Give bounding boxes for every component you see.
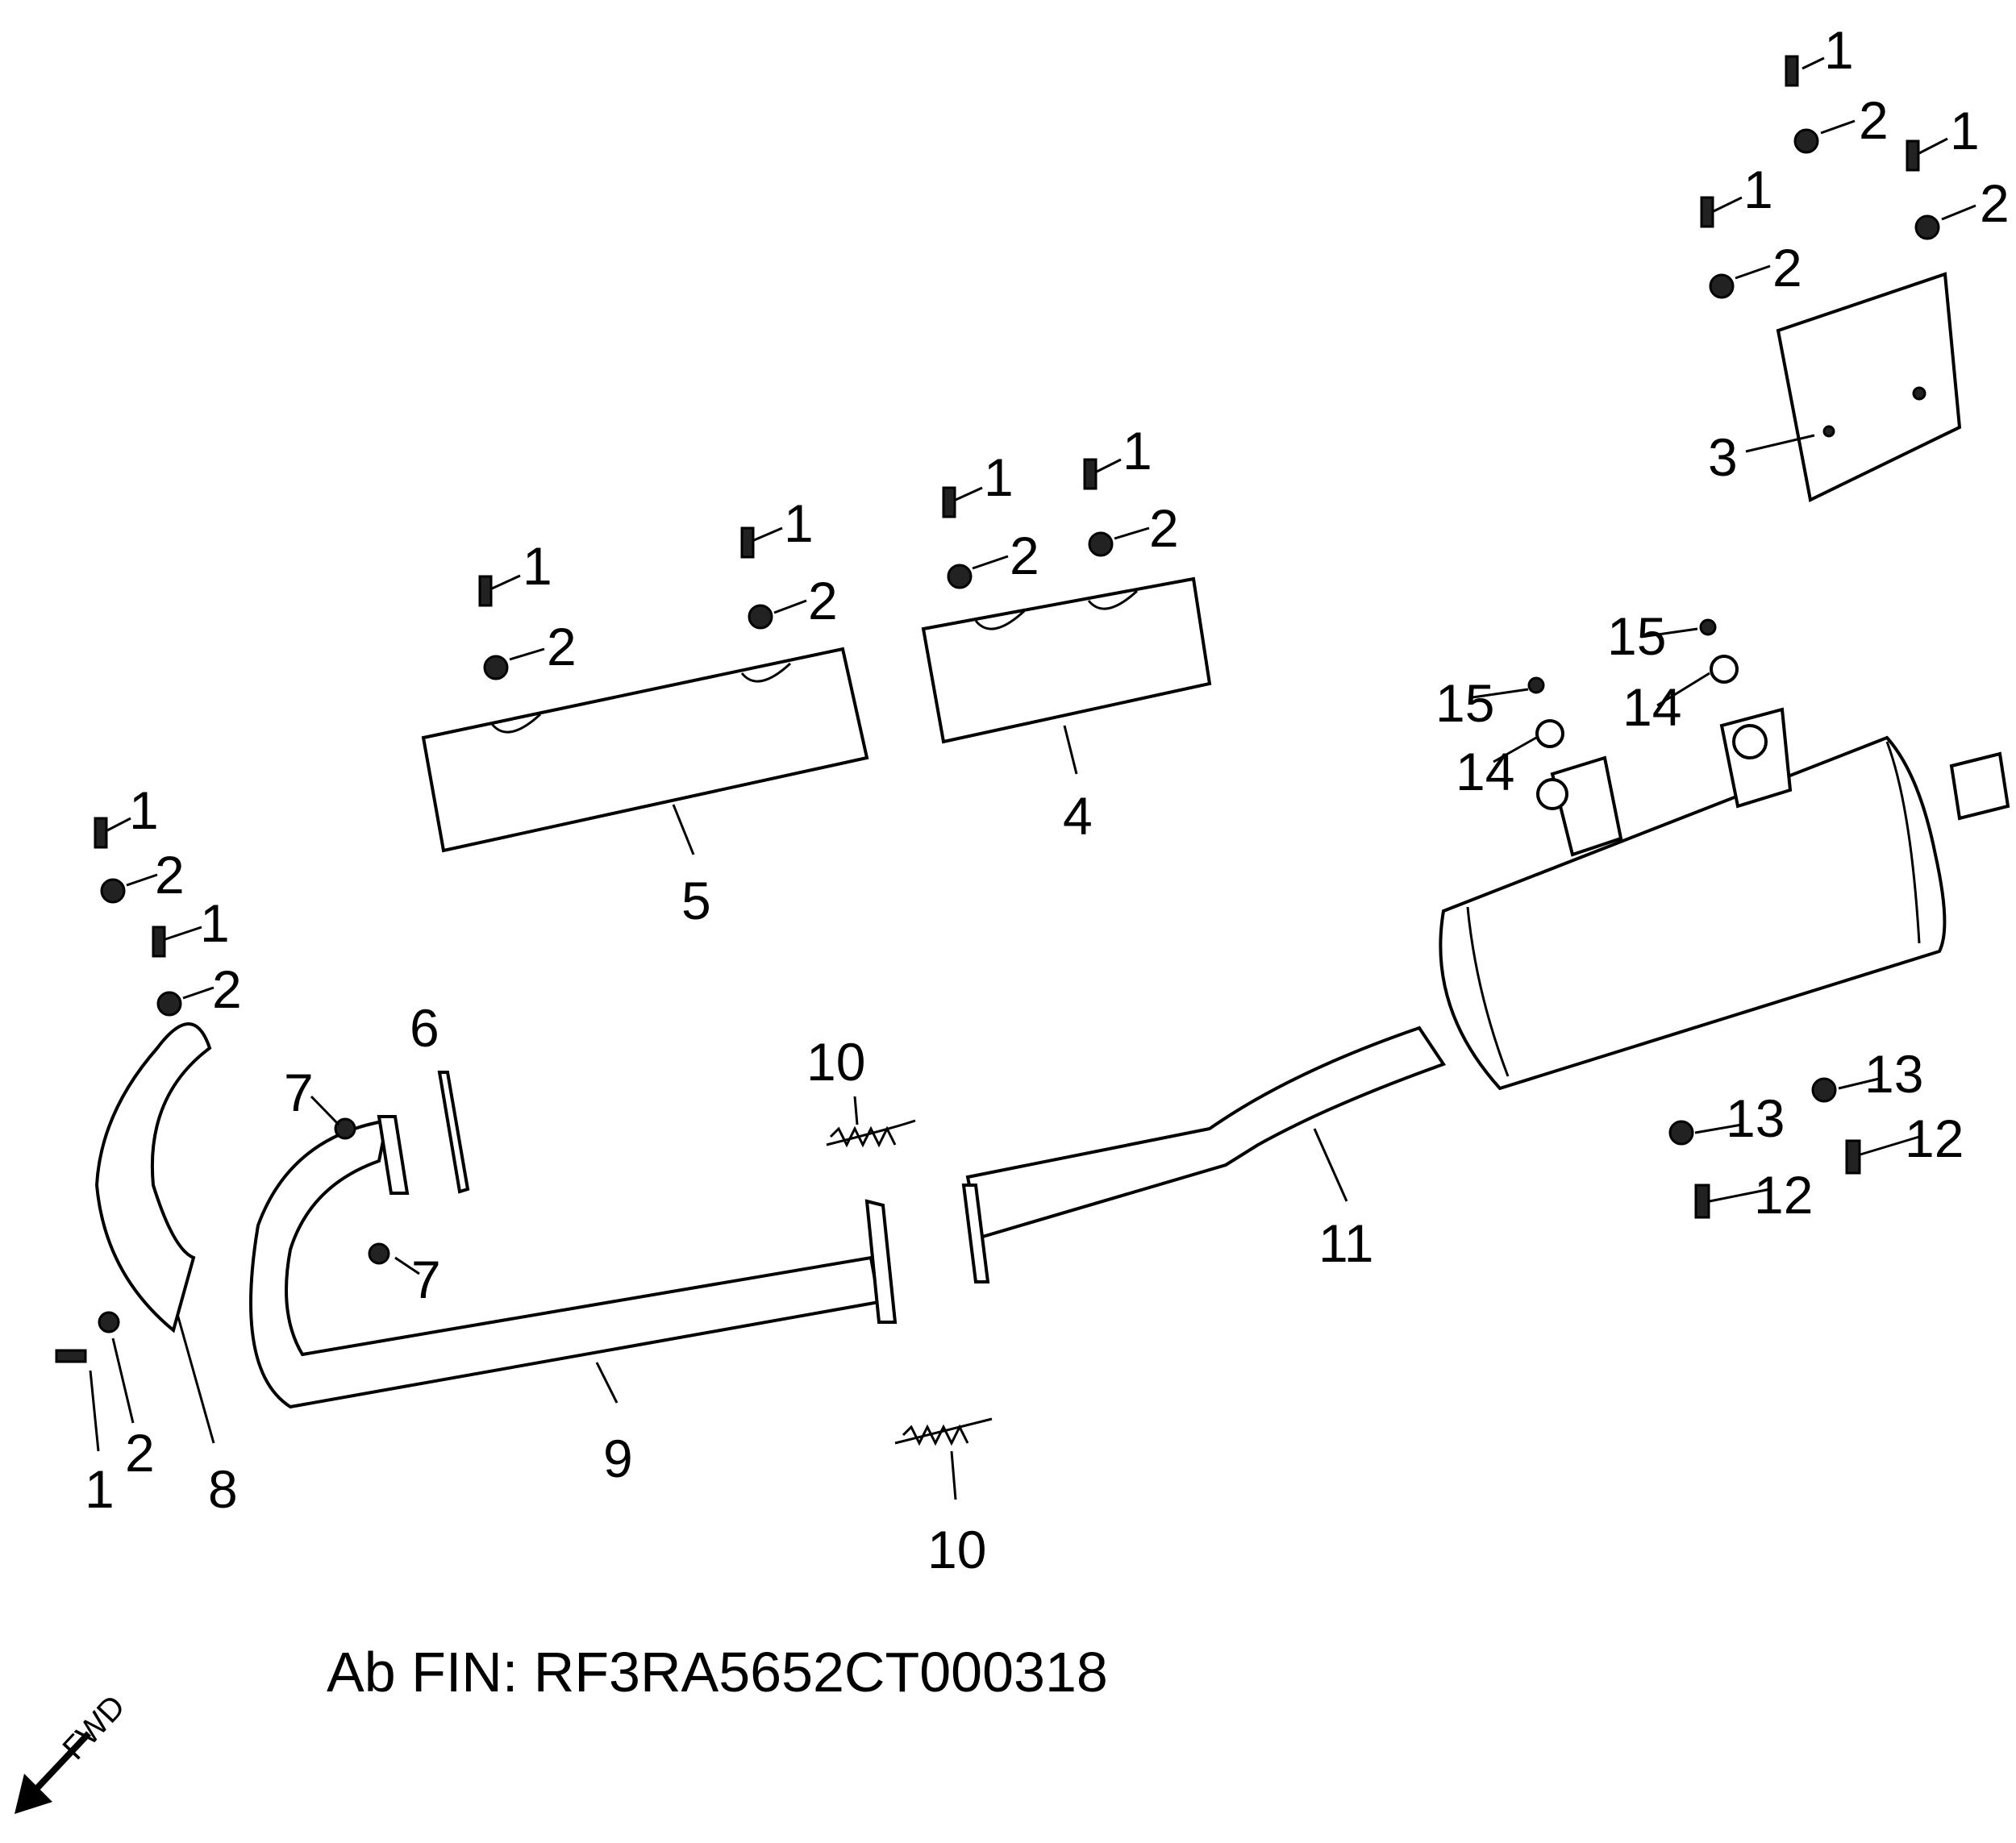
gasket-6: [437, 1071, 470, 1194]
callout-6: 6: [410, 998, 439, 1058]
fin-label: Ab FIN: RF3RA5652CT000318: [327, 1641, 1108, 1704]
callout-1: 1: [1950, 101, 1980, 160]
callout-2: 2: [1010, 526, 1039, 585]
callout-10: 10: [806, 1032, 865, 1092]
heat-shield-5: [421, 647, 869, 855]
callout-2: 2: [125, 1423, 155, 1483]
callout-1: 1: [1123, 421, 1152, 481]
callout-2: 2: [155, 845, 185, 905]
forward-arrow-icon: FWD: [15, 1689, 132, 1814]
callout-labels: 1 2 1 2 1 2 3 1 2 1 2 5 1 2 1 2 4 15 14 …: [85, 20, 2010, 1579]
heat-shield-8: [94, 1022, 215, 1444]
fasteners: [55, 55, 1940, 1363]
callout-12: 12: [1905, 1109, 1964, 1168]
callout-2: 2: [212, 959, 242, 1019]
callout-1: 1: [984, 447, 1014, 507]
callout-1: 1: [200, 893, 230, 953]
callout-2: 2: [1859, 90, 1889, 150]
heat-shield-3: [1745, 272, 1962, 502]
callout-7: 7: [284, 1063, 314, 1122]
callout-1: 1: [1743, 160, 1773, 219]
callout-1: 1: [129, 780, 159, 840]
callout-4: 4: [1063, 786, 1093, 846]
callout-1: 1: [523, 536, 552, 596]
callout-15: 15: [1607, 606, 1666, 666]
callout-14: 14: [1622, 677, 1681, 737]
callout-3: 3: [1708, 427, 1738, 487]
callout-2: 2: [808, 571, 838, 630]
muffler-11: [961, 707, 2010, 1283]
callout-11: 11: [1318, 1213, 1374, 1273]
callout-15: 15: [1435, 673, 1494, 733]
callout-10: 10: [927, 1520, 986, 1579]
head-pipe-9: [249, 1115, 898, 1409]
springs-10: [826, 1096, 993, 1500]
callout-1: 1: [85, 1459, 115, 1519]
callout-1: 1: [1824, 20, 1854, 80]
callout-14: 14: [1456, 742, 1514, 801]
leader-lines: [89, 56, 1976, 1452]
callout-13: 13: [1864, 1044, 1923, 1104]
heat-shield-4: [921, 576, 1212, 775]
callout-9: 9: [603, 1429, 633, 1488]
callout-8: 8: [208, 1459, 238, 1519]
callout-2: 2: [1149, 498, 1179, 558]
callout-2: 2: [1772, 238, 1802, 297]
callout-13: 13: [1726, 1088, 1785, 1148]
callout-7: 7: [411, 1250, 441, 1309]
callout-2: 2: [547, 617, 577, 676]
callout-2: 2: [1980, 173, 2010, 233]
callout-12: 12: [1754, 1165, 1813, 1225]
callout-5: 5: [681, 871, 711, 930]
callout-1: 1: [784, 493, 814, 553]
